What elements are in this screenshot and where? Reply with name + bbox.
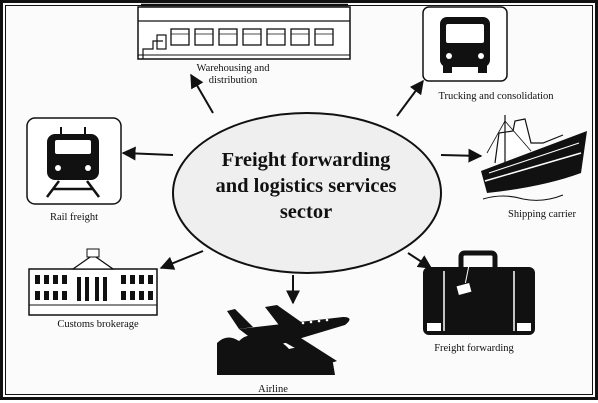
customs-label: Customs brokerage <box>57 319 139 330</box>
warehouse-icon <box>137 3 351 60</box>
warehousing-label: Warehousing and distribution <box>183 63 283 87</box>
rail-label: Rail freight <box>49 212 99 223</box>
arrow-to-freight-forwarding <box>407 252 433 269</box>
shipping-label: Shipping carrier <box>508 209 576 220</box>
suitcase-icon <box>423 250 535 335</box>
arrow-to-trucking <box>396 79 424 117</box>
freight-forwarding-label: Freight forwarding <box>434 343 514 354</box>
warehousing-label-line1: Warehousing and <box>196 63 270 74</box>
arrow-to-warehousing <box>190 73 214 114</box>
ship-icon <box>481 115 587 201</box>
truck-icon <box>422 6 508 82</box>
center-title: Freight forwarding and logistics service… <box>171 147 441 225</box>
trucking-label: Trucking and consolidation <box>438 91 554 102</box>
center-title-line3: sector <box>279 201 333 223</box>
airplane-icon <box>217 305 350 375</box>
center-title-line2: and logistics services <box>215 175 397 197</box>
airline-label: Airline <box>258 384 288 395</box>
arrow-to-rail <box>121 146 174 161</box>
diagram-canvas <box>26 3 587 375</box>
customs-building-icon <box>28 248 158 316</box>
center-ellipse <box>172 112 442 274</box>
arrow-to-customs <box>159 250 204 270</box>
arrow-to-shipping <box>440 148 483 163</box>
warehousing-label-line2: distribution <box>208 75 258 86</box>
train-icon <box>26 117 122 205</box>
center-title-line1: Freight forwarding <box>221 149 391 171</box>
